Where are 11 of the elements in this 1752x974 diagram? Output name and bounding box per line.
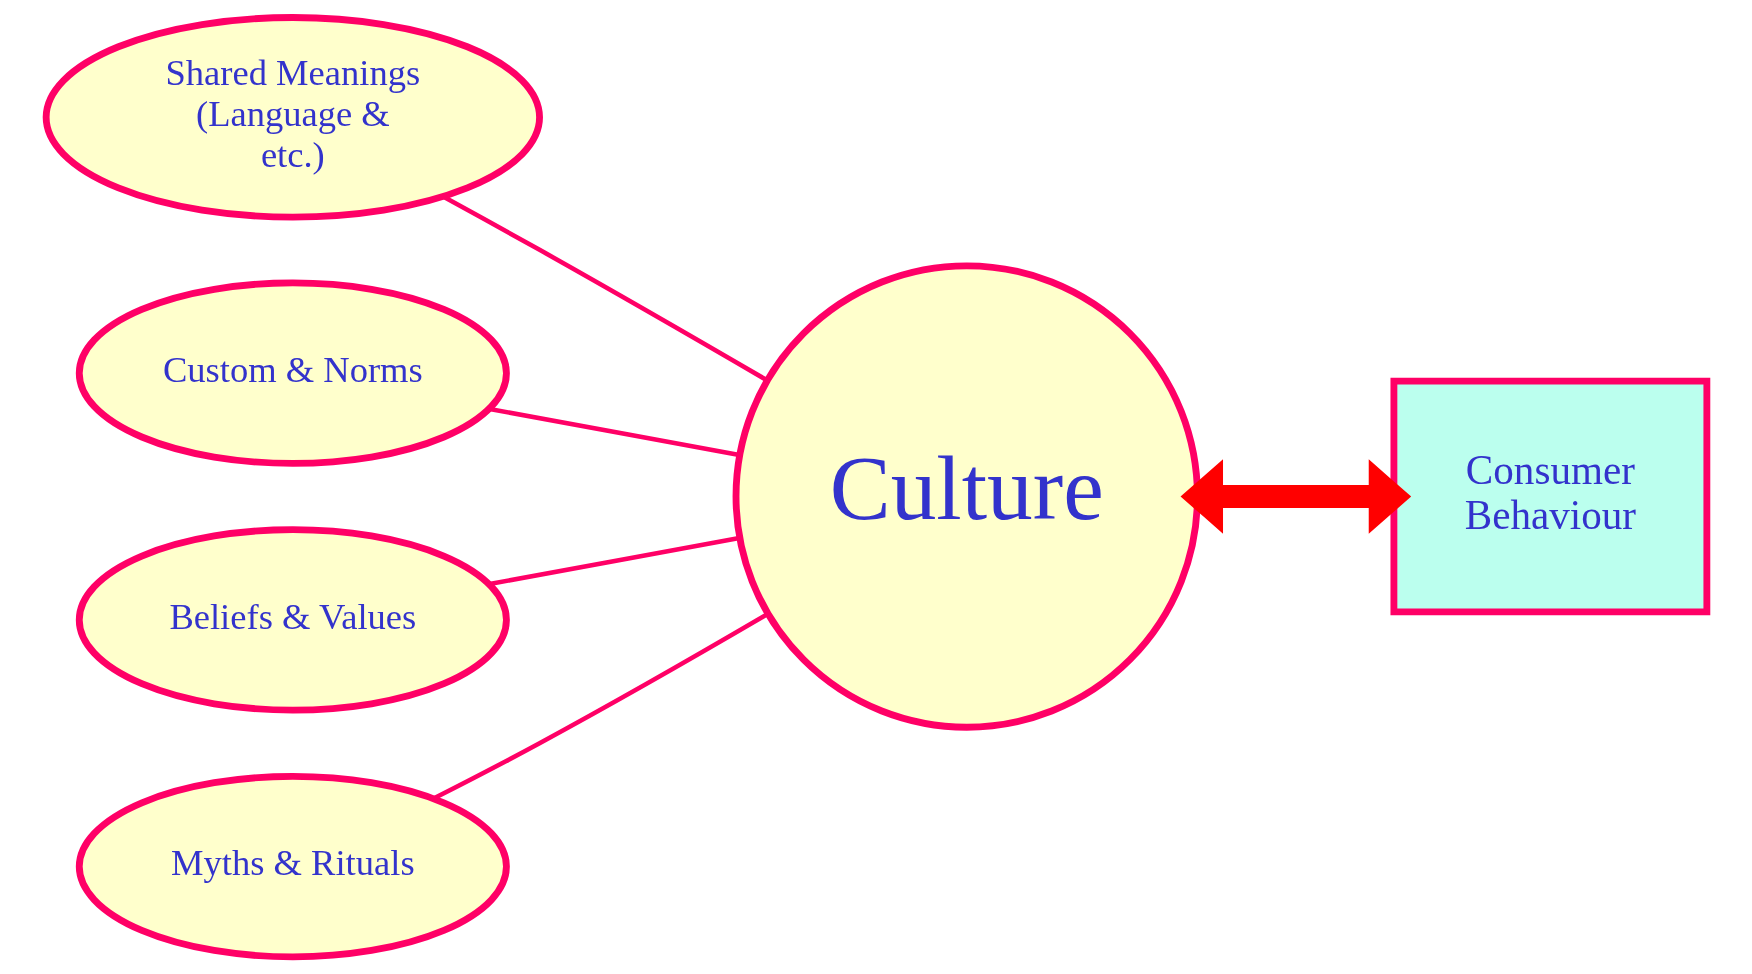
connector <box>488 535 740 587</box>
arrow <box>1180 459 1411 534</box>
node-box: Consumer Behaviour <box>1390 377 1710 616</box>
connector <box>488 406 740 458</box>
connector <box>432 611 769 801</box>
node-ellipse: Myths & Rituals <box>75 772 510 961</box>
node-ellipse: Custom & Norms <box>75 279 510 467</box>
connector <box>441 194 767 382</box>
node-ellipse: Beliefs & Values <box>75 526 510 714</box>
node-circle: Culture <box>732 262 1201 731</box>
node-ellipse: Shared Meanings (Language & etc.) <box>42 14 543 221</box>
